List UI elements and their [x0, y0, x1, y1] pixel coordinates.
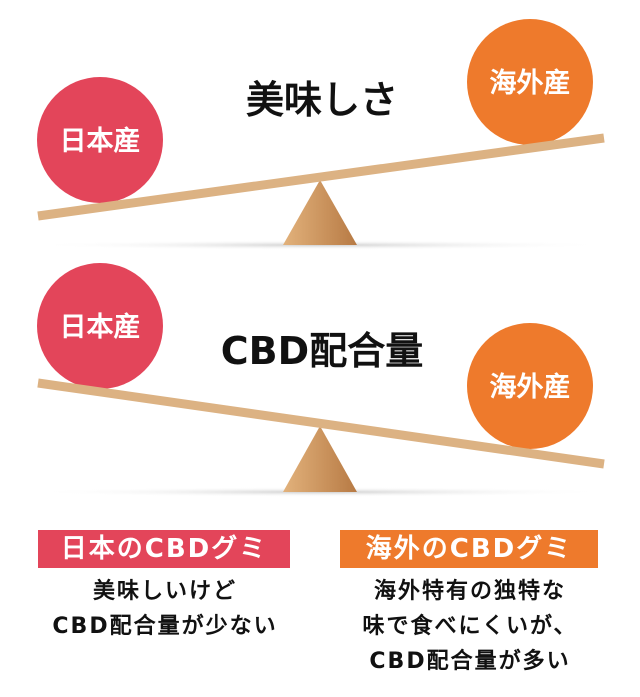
overseas-description: 海外特有の独特な 味で食べにくいが、 CBD配合量が多い: [325, 574, 615, 679]
overseas-ball-label: 海外産: [490, 371, 571, 403]
plank: [37, 133, 605, 221]
desc-line: CBD配合量が多い: [369, 649, 571, 674]
japan-ball-label: 日本産: [60, 311, 141, 343]
japan-description: 美味しいけど CBD配合量が少ない: [20, 574, 310, 644]
japan-ball: [37, 263, 163, 389]
japan-label: 日本のCBDグミ: [38, 530, 290, 568]
overseas-ball: [467, 323, 593, 449]
desc-line: CBD配合量が少ない: [52, 614, 278, 639]
overseas-ball-label: 海外産: [490, 67, 571, 99]
fulcrum: [283, 426, 357, 492]
fulcrum: [283, 180, 357, 245]
seesaw-taste: 日本産 海外産 美味しさ: [30, 19, 610, 250]
desc-line: 味で食べにくいが、: [362, 614, 578, 639]
plank: [37, 378, 605, 469]
overseas-label: 海外のCBDグミ: [340, 530, 598, 568]
desc-line: 海外特有の独特な: [373, 579, 566, 604]
seesaw-cbd: 日本産 海外産 CBD配合量: [30, 263, 610, 497]
japan-ball: [37, 77, 163, 203]
seesaw-title: 美味しさ: [246, 78, 398, 122]
seesaw-title: CBD配合量: [221, 329, 423, 373]
desc-line: 美味しいけど: [92, 579, 237, 604]
japan-ball-label: 日本産: [60, 125, 141, 157]
overseas-ball: [467, 19, 593, 145]
